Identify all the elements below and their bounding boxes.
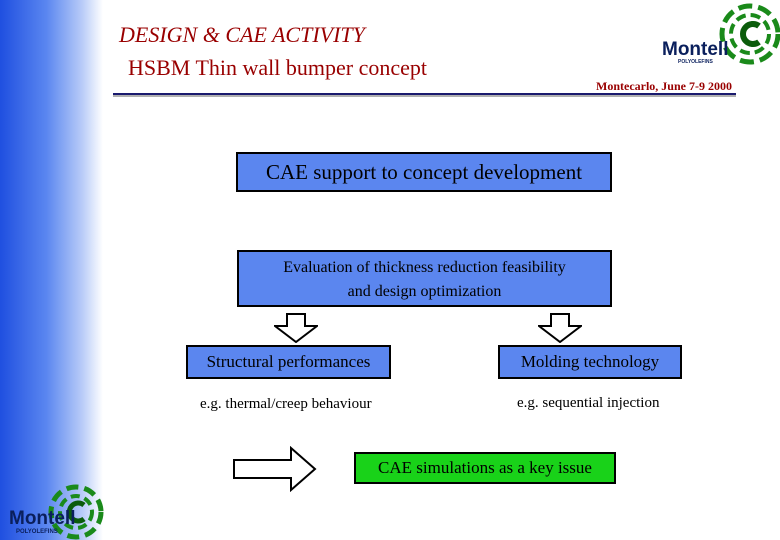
evaluation-box: Evaluation of thickness reduction feasib… [237, 250, 612, 307]
cae-support-label: CAE support to concept development [265, 160, 583, 184]
down-arrow-right-icon [538, 313, 582, 343]
swirl-icon [48, 484, 104, 540]
molding-example: e.g. sequential injection [517, 395, 660, 411]
logo-brand-text: Montell [662, 39, 729, 60]
slide-title: DESIGN & CAE ACTIVITY [119, 22, 365, 47]
logo-tagline-text: POLYOLEFINS [16, 529, 58, 535]
down-arrow-left-icon [274, 313, 318, 343]
slide-subtitle: HSBM Thin wall bumper concept [128, 55, 427, 80]
key-issue-label: CAE simulations as a key issue [378, 458, 592, 477]
structural-box: Structural performances [186, 345, 391, 379]
molding-box: Molding technology [498, 345, 682, 379]
header-divider [113, 93, 736, 95]
montell-logo-bottom: Montell POLYOLEFINS [9, 484, 104, 540]
evaluation-label-line2: and design optimization [347, 283, 502, 300]
evaluation-label-line1: Evaluation of thickness reduction feasib… [283, 259, 566, 276]
logo-brand-text: Montell [9, 508, 76, 529]
right-arrow-icon [233, 446, 317, 492]
structural-example: e.g. thermal/creep behaviour [200, 396, 372, 412]
logo-tagline-text: POLYOLEFINS [678, 59, 713, 65]
cae-support-box: CAE support to concept development [236, 152, 612, 192]
molding-label: Molding technology [520, 352, 660, 371]
event-date: Montecarlo, June 7-9 2000 [596, 79, 732, 93]
structural-label: Structural performances [206, 352, 371, 371]
swirl-icon [719, 3, 780, 65]
key-issue-box: CAE simulations as a key issue [354, 452, 616, 484]
montell-logo-top: Montell POLYOLEFINS [662, 3, 780, 65]
left-gradient-bar [0, 0, 103, 540]
